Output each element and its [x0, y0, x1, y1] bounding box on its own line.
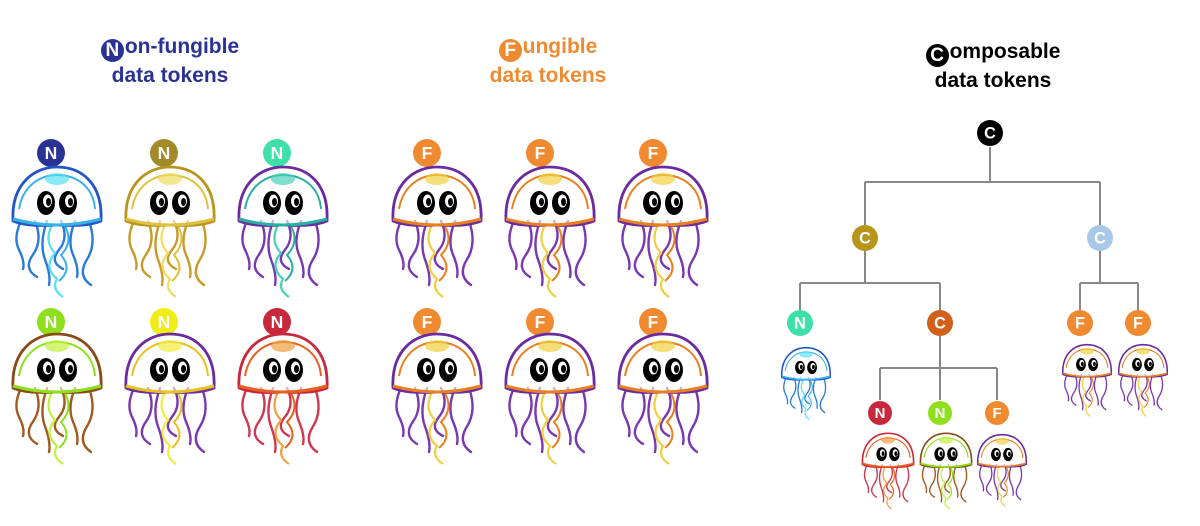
nonfungible-badge-6-letter: N: [271, 312, 284, 332]
fungible-subtitle: data tokens: [489, 64, 607, 87]
fungible-jellyfish-1: [391, 165, 483, 298]
composable-leaf-n-teal-jellyfish: [781, 346, 831, 420]
nonfungible-badge-4-letter: N: [45, 312, 58, 332]
composition-tree-lines: [799, 147, 1139, 400]
fungible-badge-4-letter: F: [422, 312, 433, 332]
nonfungible-jellyfish-6: [237, 332, 329, 465]
composable-right-c-badge-letter: C: [1094, 229, 1106, 247]
composable-title: omposable: [949, 40, 1061, 63]
composable-root-badge: C: [977, 120, 1003, 146]
composable-root-badge-letter: C: [984, 124, 996, 142]
fungible-badge-4: F: [413, 308, 441, 336]
composable-leaf-f-right-2-badge: F: [1125, 310, 1151, 336]
composable-leaf-n-green-jellyfish: [919, 432, 973, 510]
composable-leaf-n-red-jellyfish: [861, 432, 915, 510]
nonfungible-jellyfish-1: [11, 165, 103, 298]
nonfungible-cap-badge: N: [100, 39, 124, 62]
composable-leaf-n-teal-badge-letter: N: [794, 314, 806, 332]
nonfungible-badge-2: N: [150, 139, 178, 167]
composable-leaf-f-inner-jellyfish: [977, 433, 1027, 507]
nonfungible-badge-3-letter: N: [271, 143, 284, 163]
nonfungible-title: on-fungible: [124, 35, 240, 58]
composable-cap-badge: C: [925, 44, 949, 67]
composable-leaf-f-right-2-jellyfish: [1118, 343, 1168, 417]
nonfungible-badge-5: N: [150, 308, 178, 336]
composable-leaf-f-inner-badge-letter: F: [992, 405, 1001, 422]
fungible-badge-6-letter: F: [648, 312, 659, 332]
nonfungible-badge-3: N: [263, 139, 291, 167]
nonfungible-badge-1: N: [37, 139, 65, 167]
token-layer: N N N N N N F F F F F F C C C C N N N F F F: [11, 120, 1168, 510]
nonfungible-badge-5-letter: N: [158, 312, 171, 332]
composable-leaf-f-right-1-badge: F: [1067, 310, 1093, 336]
fungible-badge-2-letter: F: [535, 143, 546, 163]
composable-inner-c-badge-letter: C: [934, 314, 946, 332]
composable-leaf-f-right-1-badge-letter: F: [1075, 314, 1085, 332]
composable-right-c-badge: C: [1087, 225, 1113, 251]
fungible-badge-1: F: [413, 139, 441, 167]
fungible-jellyfish-6: [617, 332, 709, 465]
composable-leaf-n-green-badge: N: [928, 401, 952, 425]
nonfungible-badge-4: N: [37, 308, 65, 336]
composable-subtitle: data tokens: [934, 69, 1052, 92]
fungible-jellyfish-2: [504, 165, 596, 298]
composable-left-c-badge-letter: C: [859, 229, 871, 247]
fungible-badge-5-letter: F: [535, 312, 546, 332]
fungible-badge-2: F: [526, 139, 554, 167]
composable-leaf-n-teal-badge: N: [787, 310, 813, 336]
composable-leaf-f-right-1-jellyfish: [1062, 343, 1112, 417]
composable-leaf-n-green-badge-letter: N: [935, 405, 946, 422]
nonfungible-badge-2-letter: N: [158, 143, 171, 163]
nonfungible-badge-6: N: [263, 308, 291, 336]
fungible-badge-5: F: [526, 308, 554, 336]
nonfungible-jellyfish-4: [11, 332, 103, 465]
nonfungible-badge-1-letter: N: [45, 143, 58, 163]
fungible-cap-badge: F: [498, 39, 522, 62]
composable-left-c-badge: C: [852, 225, 878, 251]
composable-leaf-n-red-badge-letter: N: [875, 405, 886, 422]
nonfungible-jellyfish-3: [237, 165, 329, 298]
fungible-jellyfish-4: [391, 332, 483, 465]
nonfungible-subtitle: data tokens: [111, 64, 229, 87]
fungible-badge-6: F: [639, 308, 667, 336]
fungible-badge-3-letter: F: [648, 143, 659, 163]
fungible-badge-1-letter: F: [422, 143, 433, 163]
composable-leaf-f-right-2-badge-letter: F: [1133, 314, 1143, 332]
nonfungible-jellyfish-5: [124, 332, 216, 465]
composable-leaf-n-red-badge: N: [868, 401, 892, 425]
composable-leaf-f-inner-badge: F: [985, 401, 1009, 425]
fungible-jellyfish-3: [617, 165, 709, 298]
nonfungible-jellyfish-2: [124, 165, 216, 298]
fungible-badge-3: F: [639, 139, 667, 167]
composable-inner-c-badge: C: [927, 310, 953, 336]
fungible-jellyfish-5: [504, 332, 596, 465]
fungible-title: ungible: [522, 35, 598, 58]
